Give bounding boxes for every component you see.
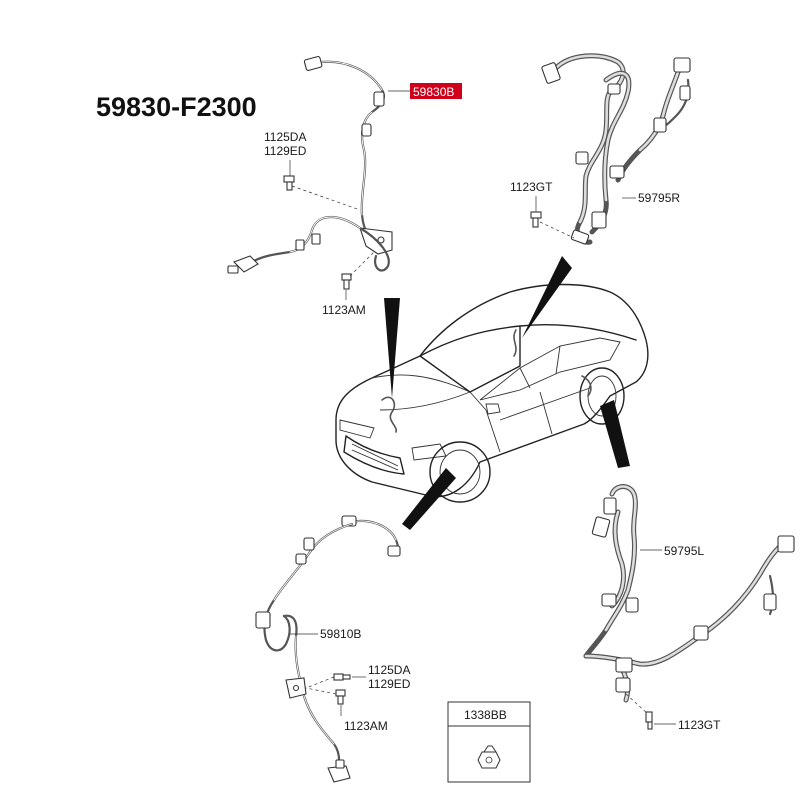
- pointer-front-left: [384, 298, 400, 398]
- connector-icon: [777, 535, 795, 553]
- label-59795L: 59795L: [664, 544, 704, 558]
- bolt-icon: [333, 673, 344, 681]
- label-1129ED-bottom: 1129ED: [368, 677, 411, 691]
- label-59830B: 59830B: [413, 85, 454, 99]
- sensor-head-icon: [233, 255, 259, 273]
- label-1125DA-bottom: 1125DA: [368, 663, 410, 677]
- label-1123AM-top: 1123AM: [322, 303, 366, 317]
- bolt-icon: [645, 711, 653, 723]
- rear-harness-59795L[interactable]: 59795L: [583, 484, 795, 703]
- callout-59830B[interactable]: 59830B: [388, 83, 462, 99]
- label-59795R: 59795R: [638, 191, 680, 205]
- connector-icon: [603, 497, 617, 515]
- pointer-rear-left: [600, 400, 630, 468]
- bolt-icon: [283, 175, 295, 183]
- bolt-icon: [335, 689, 346, 697]
- front-sensor-wire-59830B[interactable]: [227, 55, 393, 274]
- bolt-1123GT-bottom[interactable]: 1123GT: [625, 693, 721, 732]
- bolt-1125DA-top[interactable]: 1125DA 1129ED: [264, 130, 361, 211]
- highlight-box: [410, 83, 462, 99]
- pointer-rear-right: [522, 256, 572, 338]
- bolt-1125DA-bottom[interactable]: 1125DA 1129ED: [305, 663, 411, 691]
- grommet-icon: [373, 91, 385, 107]
- grommet-icon: [255, 611, 271, 629]
- label-1125DA-top: 1125DA: [264, 130, 306, 144]
- label-1129ED-top: 1129ED: [264, 144, 307, 158]
- clip-icon: [361, 123, 372, 137]
- label-1123AM-bottom: 1123AM: [344, 719, 388, 733]
- bolt-icon: [341, 273, 352, 281]
- bolt-icon: [530, 211, 542, 219]
- bolt-1123AM-bottom[interactable]: 1123AM: [305, 687, 388, 733]
- label-1123GT-bottom: 1123GT: [678, 718, 721, 732]
- bolt-1123GT-top[interactable]: 1123GT: [510, 180, 575, 239]
- part-box-1338BB[interactable]: 1338BB: [447, 701, 531, 783]
- rear-harness-59795R[interactable]: 59795R: [541, 53, 691, 245]
- bolt-1123AM-top[interactable]: 1123AM: [322, 251, 375, 317]
- car-illustration: [335, 283, 649, 503]
- label-1338BB: 1338BB: [464, 708, 507, 722]
- pointer-front-right: [402, 468, 456, 530]
- label-1123GT-top: 1123GT: [510, 180, 553, 194]
- connector-icon: [541, 62, 561, 84]
- connector-icon: [303, 55, 323, 71]
- front-sensor-wire-59810B[interactable]: 59810B: [255, 515, 401, 783]
- label-59810B: 59810B: [320, 627, 361, 641]
- connector-icon: [673, 57, 691, 73]
- diagram-title: 59830-F2300: [96, 92, 257, 122]
- nut-icon: [477, 745, 501, 769]
